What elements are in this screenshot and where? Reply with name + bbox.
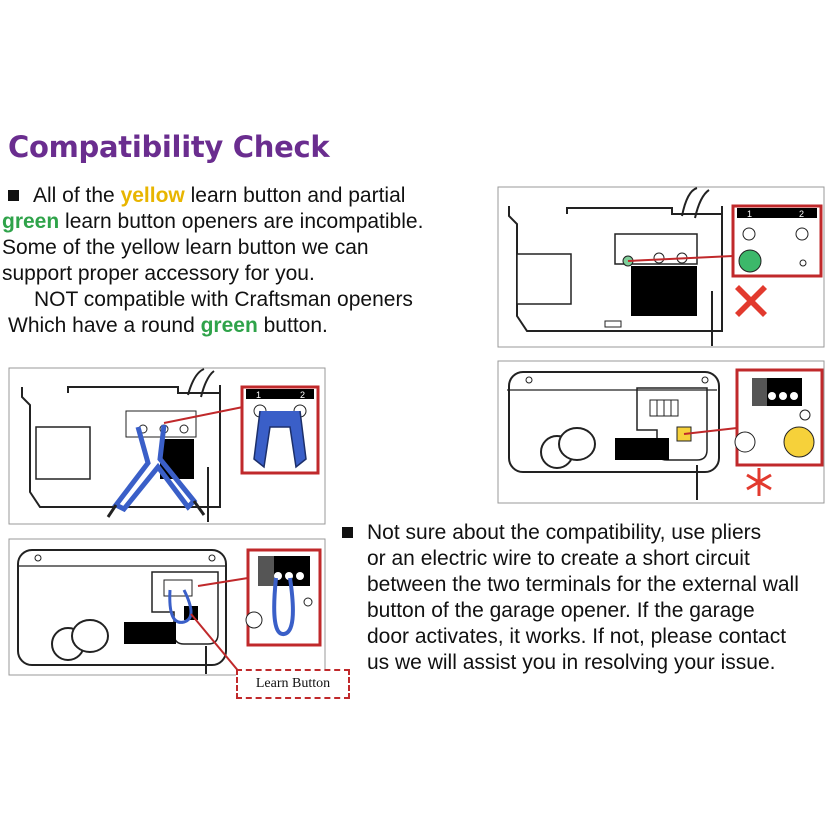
incompatible-x-icon	[735, 285, 767, 317]
yellow-button-opener-diagram	[497, 360, 825, 504]
learn-button-callout: Learn Button	[236, 669, 350, 699]
svg-text:1: 1	[256, 390, 261, 400]
asterisk-icon	[746, 468, 772, 496]
instructions-text: Not sure about the compatibility, use pl…	[340, 520, 830, 676]
green-highlight: green	[200, 314, 258, 337]
wire-jumper-diagram	[8, 538, 326, 676]
page-title: Compatibility Check	[8, 130, 330, 164]
bullet-icon	[8, 189, 19, 201]
pliers-test-diagram: 1 2	[8, 367, 326, 525]
green-highlight: green	[2, 210, 60, 233]
terminal-label-2: 2	[799, 209, 804, 219]
svg-text:2: 2	[300, 390, 305, 400]
terminal-label-1: 1	[747, 209, 752, 219]
bullet-icon	[342, 526, 353, 538]
green-button-opener-diagram: 1 2	[497, 186, 825, 348]
compatibility-intro: All of the yellow learn button and parti…	[2, 184, 424, 337]
yellow-highlight: yellow	[120, 184, 185, 207]
